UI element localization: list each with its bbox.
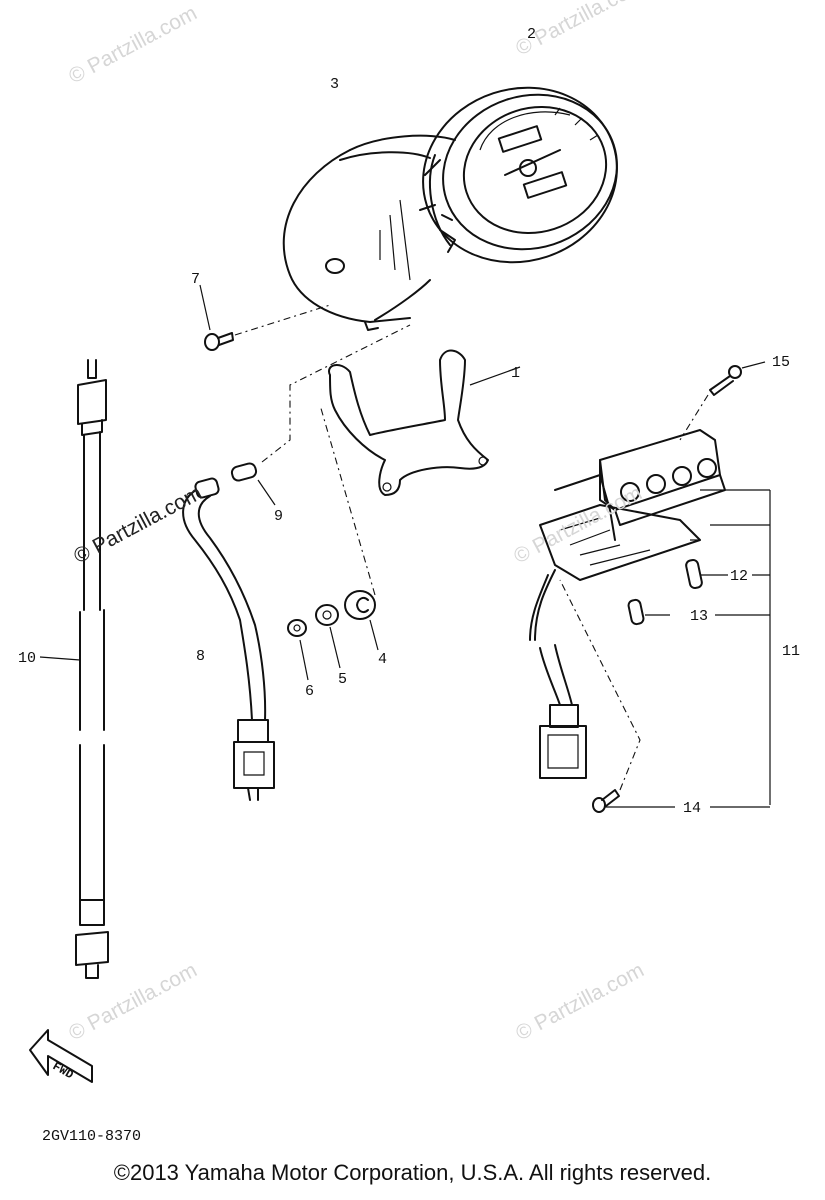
callout-1: 1 [511, 365, 520, 382]
callout-10: 10 [18, 650, 36, 667]
callout-2: 2 [527, 26, 536, 43]
part-11-indicator-assembly [529, 429, 771, 805]
part-3-meter-case [282, 134, 456, 331]
part-12-bulb [685, 558, 770, 590]
callout-6: 6 [305, 683, 314, 700]
part-4-grommet [319, 404, 379, 651]
part-2-meter-assembly [419, 86, 618, 264]
diagram-code: 2GV110-8370 [42, 1128, 142, 1145]
callout-11: 11 [782, 643, 800, 660]
callout-4: 4 [378, 651, 387, 668]
callout-3: 3 [330, 76, 339, 93]
part-7-screw [199, 284, 331, 351]
part-9-bulb [230, 324, 411, 506]
callout-labels: 1 2 3 4 5 6 7 8 9 10 11 12 13 14 15 [18, 26, 800, 817]
callout-14: 14 [683, 800, 701, 817]
fwd-label: FWD [50, 1059, 76, 1082]
part-10-meter-cable [39, 359, 109, 979]
callout-5: 5 [338, 671, 347, 688]
part-5-washer [315, 604, 341, 669]
callout-9: 9 [274, 508, 283, 525]
callout-12: 12 [730, 568, 748, 585]
callout-13: 13 [690, 608, 708, 625]
callout-8: 8 [196, 648, 205, 665]
callout-15: 15 [772, 354, 790, 371]
part-1-bracket [328, 349, 521, 496]
part-15-screw [679, 361, 766, 441]
part-13-bulb [627, 598, 770, 626]
part-6-nut [287, 619, 309, 681]
part-8-socket-cord [182, 477, 275, 801]
copyright-notice: ©2013 Yamaha Motor Corporation, U.S.A. A… [113, 1160, 712, 1185]
callout-7: 7 [191, 271, 200, 288]
part-14-screw [559, 579, 770, 813]
